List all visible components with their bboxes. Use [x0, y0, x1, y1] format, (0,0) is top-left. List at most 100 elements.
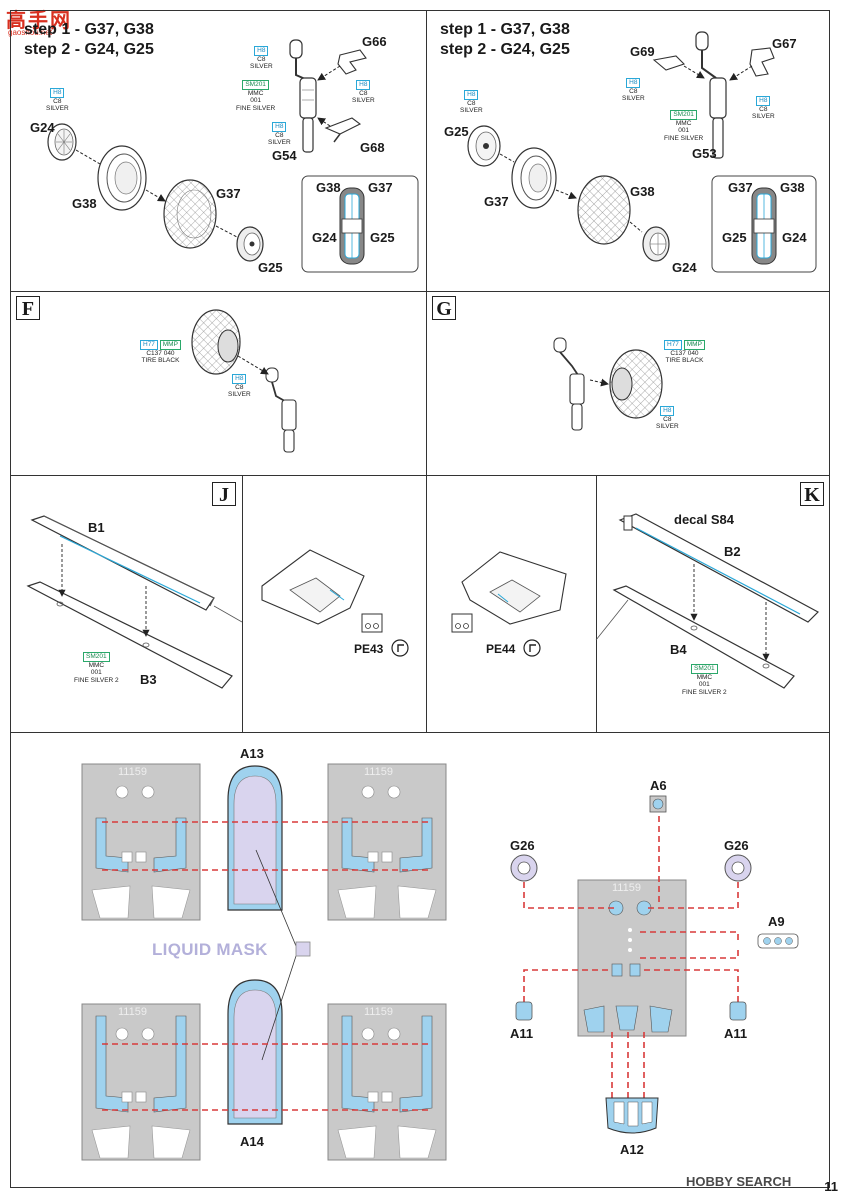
part-a11-right — [729, 1001, 747, 1021]
tl-paint-strut-a: H8 C8 SILVER — [250, 46, 273, 70]
tl-label-g54: G54 — [272, 148, 297, 163]
k-label-b2: B2 — [724, 544, 741, 559]
panel-f-letter: F — [16, 296, 40, 320]
tr-paint-g67: H8 C8 SILVER — [752, 96, 775, 120]
tl-inset-g37: G37 — [368, 180, 393, 195]
part-a12 — [605, 1097, 659, 1134]
tl-inset-g24: G24 — [312, 230, 337, 245]
panel-j-etch-pe43 — [361, 613, 383, 633]
fret-number-tr: 11159 — [364, 766, 393, 778]
tr-label-g25: G25 — [444, 124, 469, 139]
top-left-hub-g25 — [236, 226, 264, 262]
logo-text: 高手网 — [6, 10, 72, 32]
k-label-decal: decal S84 — [674, 512, 734, 527]
g-paint-tire: H77 MMP C137 040 TIRE BLACK — [664, 340, 705, 364]
tr-inset-g24: G24 — [782, 230, 807, 245]
part-a11-left — [515, 1001, 533, 1021]
tr-step1: step 1 - G37, G38 — [440, 21, 570, 38]
tr-label-g37: G37 — [484, 194, 509, 209]
mask-label-a12: A12 — [620, 1142, 644, 1157]
top-right-strut-g53 — [695, 31, 727, 159]
tl-label-g38: G38 — [72, 196, 97, 211]
tl-inset-g25: G25 — [370, 230, 395, 245]
j-label-b1: B1 — [88, 520, 105, 535]
tl-label-g24: G24 — [30, 120, 55, 135]
tr-paint-g25: H8 C8 SILVER — [460, 90, 483, 114]
fret-top-right — [327, 763, 447, 921]
top-right-hub-g25 — [467, 125, 501, 167]
top-left-wheel-hub-g24 — [47, 123, 77, 161]
fret-bottom-left — [81, 1003, 201, 1161]
f-paint-tire: H77 MMP C137 040 TIRE BLACK — [140, 340, 181, 364]
tl-step2: step 2 - G24, G25 — [24, 41, 154, 58]
top-left-link-g68 — [324, 117, 362, 143]
fret-center — [577, 879, 687, 1037]
tl-label-g68: G68 — [360, 140, 385, 155]
pe44-rotate-icon — [523, 639, 541, 657]
top-right-tire-half-g37 — [511, 147, 557, 209]
top-left-inset-wheel — [339, 187, 365, 265]
tr-paint-strut: SM201 MMC 001 FINE SILVER — [664, 110, 704, 142]
page-number: 11 — [824, 1179, 838, 1194]
part-a9 — [757, 933, 799, 949]
k-label-b4: B4 — [670, 642, 687, 657]
tl-label-g37: G37 — [216, 186, 241, 201]
fret-top-left — [81, 763, 201, 921]
panel-k-flap-b4 — [612, 585, 795, 689]
top-right-hub-g24 — [642, 226, 670, 262]
panel-masks — [10, 732, 830, 1188]
panel-j-flap-b3 — [26, 581, 233, 689]
j-label-b3: B3 — [140, 672, 157, 687]
panel-g-wheel — [609, 349, 663, 419]
top-right-inset-wheel — [751, 187, 777, 265]
panel-k-etch-pe44 — [451, 613, 473, 633]
liquid-mask-label: LIQUID MASK — [152, 940, 268, 959]
panel-j-flap-b1 — [30, 515, 215, 611]
g-paint-strut: H8 C8 SILVER — [656, 406, 679, 430]
tl-paint-g66: H8 C8 SILVER — [352, 80, 375, 104]
panel-f-strut — [265, 367, 297, 453]
fret-number-br: 11159 — [364, 1006, 393, 1018]
j-label-pe43: PE43 — [354, 642, 384, 656]
tr-label-g38: G38 — [630, 184, 655, 199]
canopy-a13 — [227, 765, 283, 911]
tl-label-g25: G25 — [258, 260, 283, 275]
j-paint: SM201 MMC 001 FINE SILVER 2 — [74, 652, 119, 684]
tr-label-g53: G53 — [692, 146, 717, 161]
mask-label-g26-right: G26 — [724, 838, 749, 853]
top-left-bracket-g66 — [337, 49, 367, 75]
tr-inset-g25: G25 — [722, 230, 747, 245]
site-logo: 高手网 gaoshou.net — [6, 4, 84, 40]
tr-label-g69: G69 — [630, 44, 655, 59]
panel-f-wheel — [191, 309, 241, 375]
f-paint-strut: H8 C8 SILVER — [228, 374, 251, 398]
tl-paint-strut-b: SM201 MMC 001 FINE SILVER — [236, 80, 276, 112]
mask-label-a14: A14 — [240, 1134, 264, 1149]
tl-label-g66: G66 — [362, 34, 387, 49]
watermark: HOBBY SEARCH — [686, 1174, 792, 1189]
part-g26-right — [724, 854, 752, 882]
liquid-mask-swatch — [295, 941, 311, 957]
mask-label-a11-right: A11 — [724, 1026, 748, 1041]
fret-number-tl: 11159 — [118, 766, 147, 778]
panel-j-letter: J — [212, 482, 236, 506]
top-left-tire-half-g37 — [163, 179, 217, 249]
tr-step2: step 2 - G24, G25 — [440, 41, 570, 58]
tl-paint-strut-c: H8 C8 SILVER — [268, 122, 291, 146]
divider-j — [242, 475, 243, 733]
logo-url: gaoshou.net — [8, 28, 53, 37]
mask-label-a11-left: A11 — [510, 1026, 534, 1041]
top-left-strut-g54 — [289, 39, 317, 153]
part-a6 — [649, 795, 667, 813]
tr-paint-g69: H8 C8 SILVER — [622, 78, 645, 102]
top-left-tire-half-g38 — [97, 145, 147, 211]
top-right-bracket-g67 — [749, 47, 775, 77]
panel-k-letter: K — [800, 482, 824, 506]
mask-label-g26-left: G26 — [510, 838, 535, 853]
part-g26-left — [510, 854, 538, 882]
fret-number-bl: 11159 — [118, 1006, 147, 1018]
panel-k-flap-b2 — [618, 513, 819, 623]
k-paint: SM201 MMC 001 FINE SILVER 2 — [682, 664, 727, 696]
tl-paint-wheel: H8 C8 SILVER — [46, 88, 69, 112]
